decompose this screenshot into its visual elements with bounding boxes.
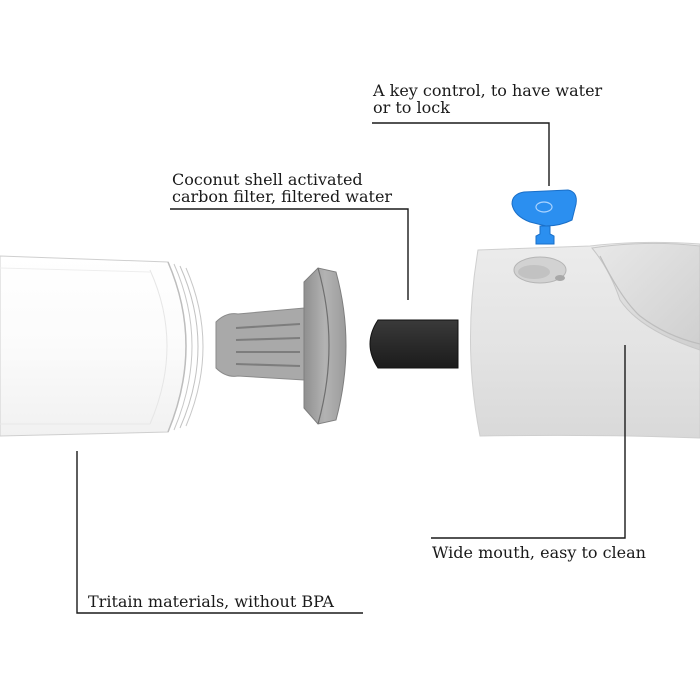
leader-tritain (76, 451, 363, 614)
callout-wide-mouth-line1: Wide mouth, easy to clean (432, 543, 646, 562)
carbon-block (369, 319, 459, 369)
callout-tritain: Tritain materials, without BPA (88, 593, 334, 610)
leader-key-control (372, 122, 550, 186)
callout-key-control-line1: A key control, to have water (373, 81, 603, 100)
callout-wide-mouth: Wide mouth, easy to clean (432, 544, 646, 561)
leader-carbon-filter (170, 208, 409, 300)
leader-lines (76, 122, 626, 614)
clear-tube (0, 255, 204, 437)
bottle-body (470, 241, 700, 439)
leader-wide-mouth (431, 345, 626, 539)
filter-cartridge (215, 267, 347, 425)
key-control-icon (511, 189, 577, 245)
callout-key-control: A key control, to have water or to lock (373, 82, 602, 116)
callout-tritain-line1: Tritain materials, without BPA (88, 592, 334, 611)
callout-carbon-filter-line1: Coconut shell activated (172, 170, 363, 189)
callout-carbon-filter: Coconut shell activated carbon filter, f… (172, 171, 392, 205)
callout-carbon-filter-line2: carbon filter, filtered water (172, 187, 393, 206)
callout-key-control-line2: or to lock (373, 98, 450, 117)
